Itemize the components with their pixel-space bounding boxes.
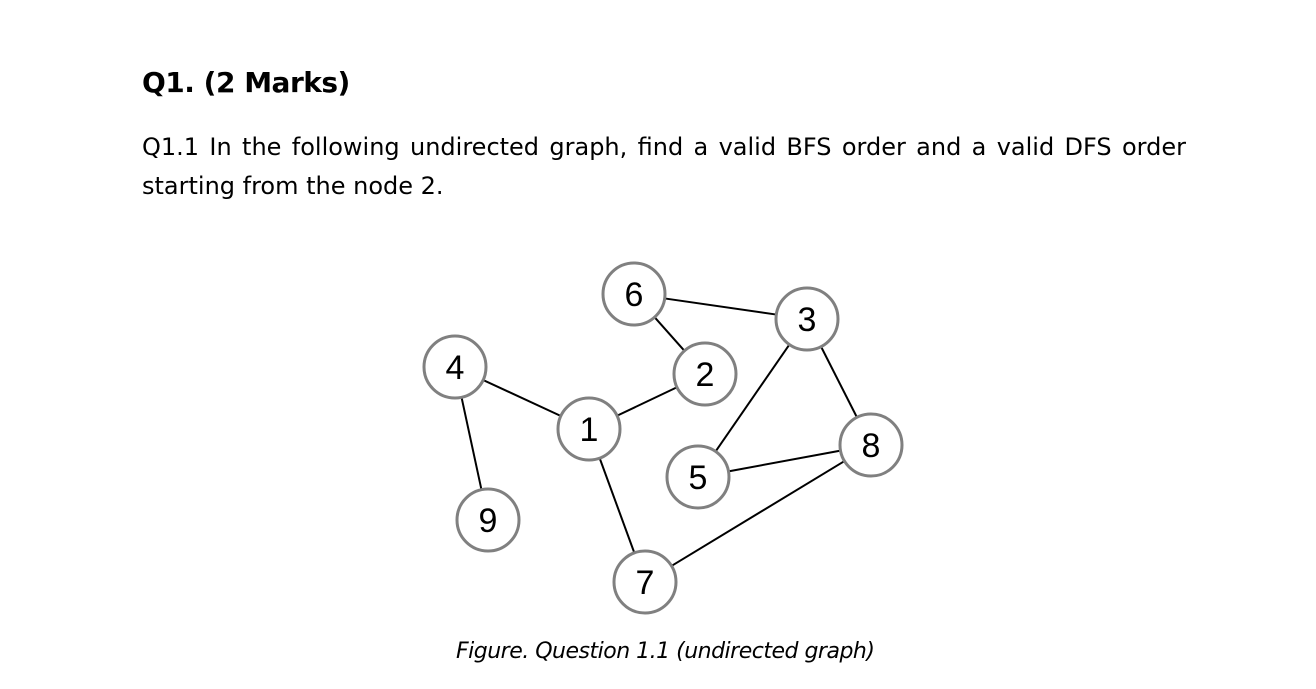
figure-caption: Figure. Question 1.1 (undirected graph) [456,639,875,664]
node-label: 7 [636,564,655,602]
graph-node-7: 7 [612,549,678,615]
node-circle [455,487,521,553]
node-circle [601,261,667,327]
node-label: 3 [798,301,817,339]
graph-node-5: 5 [665,444,731,510]
node-label: 9 [479,502,498,540]
graph-node-9: 9 [455,487,521,553]
node-label: 6 [625,276,644,314]
node-circle [672,341,738,407]
graph-node-2: 2 [672,341,738,407]
edge-3-8 [820,346,858,418]
edge-1-7 [598,457,636,554]
node-circle [422,334,488,400]
question-text: Q1.1 In the following undirected graph, … [142,133,1186,200]
graph-node-6: 6 [601,261,667,327]
question-heading: Q1. (2 Marks) [142,66,350,99]
node-circle [612,549,678,615]
edge-6-2 [653,316,686,352]
graph-node-1: 1 [556,396,622,462]
edge-4-1 [482,379,562,417]
edge-7-8 [670,460,846,567]
node-circle [556,396,622,462]
node-label: 1 [580,411,599,449]
node-label: 8 [862,427,881,465]
graph-node-3: 3 [774,286,840,352]
node-label: 4 [446,349,465,387]
edge-6-3 [664,297,777,316]
node-circle [665,444,731,510]
node-circle [838,412,904,478]
edge-5-8 [728,449,841,473]
graph-edges [460,297,858,567]
graph-node-8: 8 [838,412,904,478]
graph-nodes: 1 2 3 4 5 6 7 8 9 [422,261,904,615]
graph-node-4: 4 [422,334,488,400]
node-label: 5 [689,459,708,497]
node-label: 2 [696,356,715,394]
node-circle [774,286,840,352]
edge-3-5 [714,343,791,453]
edge-2-1 [616,386,678,417]
edge-4-9 [460,397,483,490]
